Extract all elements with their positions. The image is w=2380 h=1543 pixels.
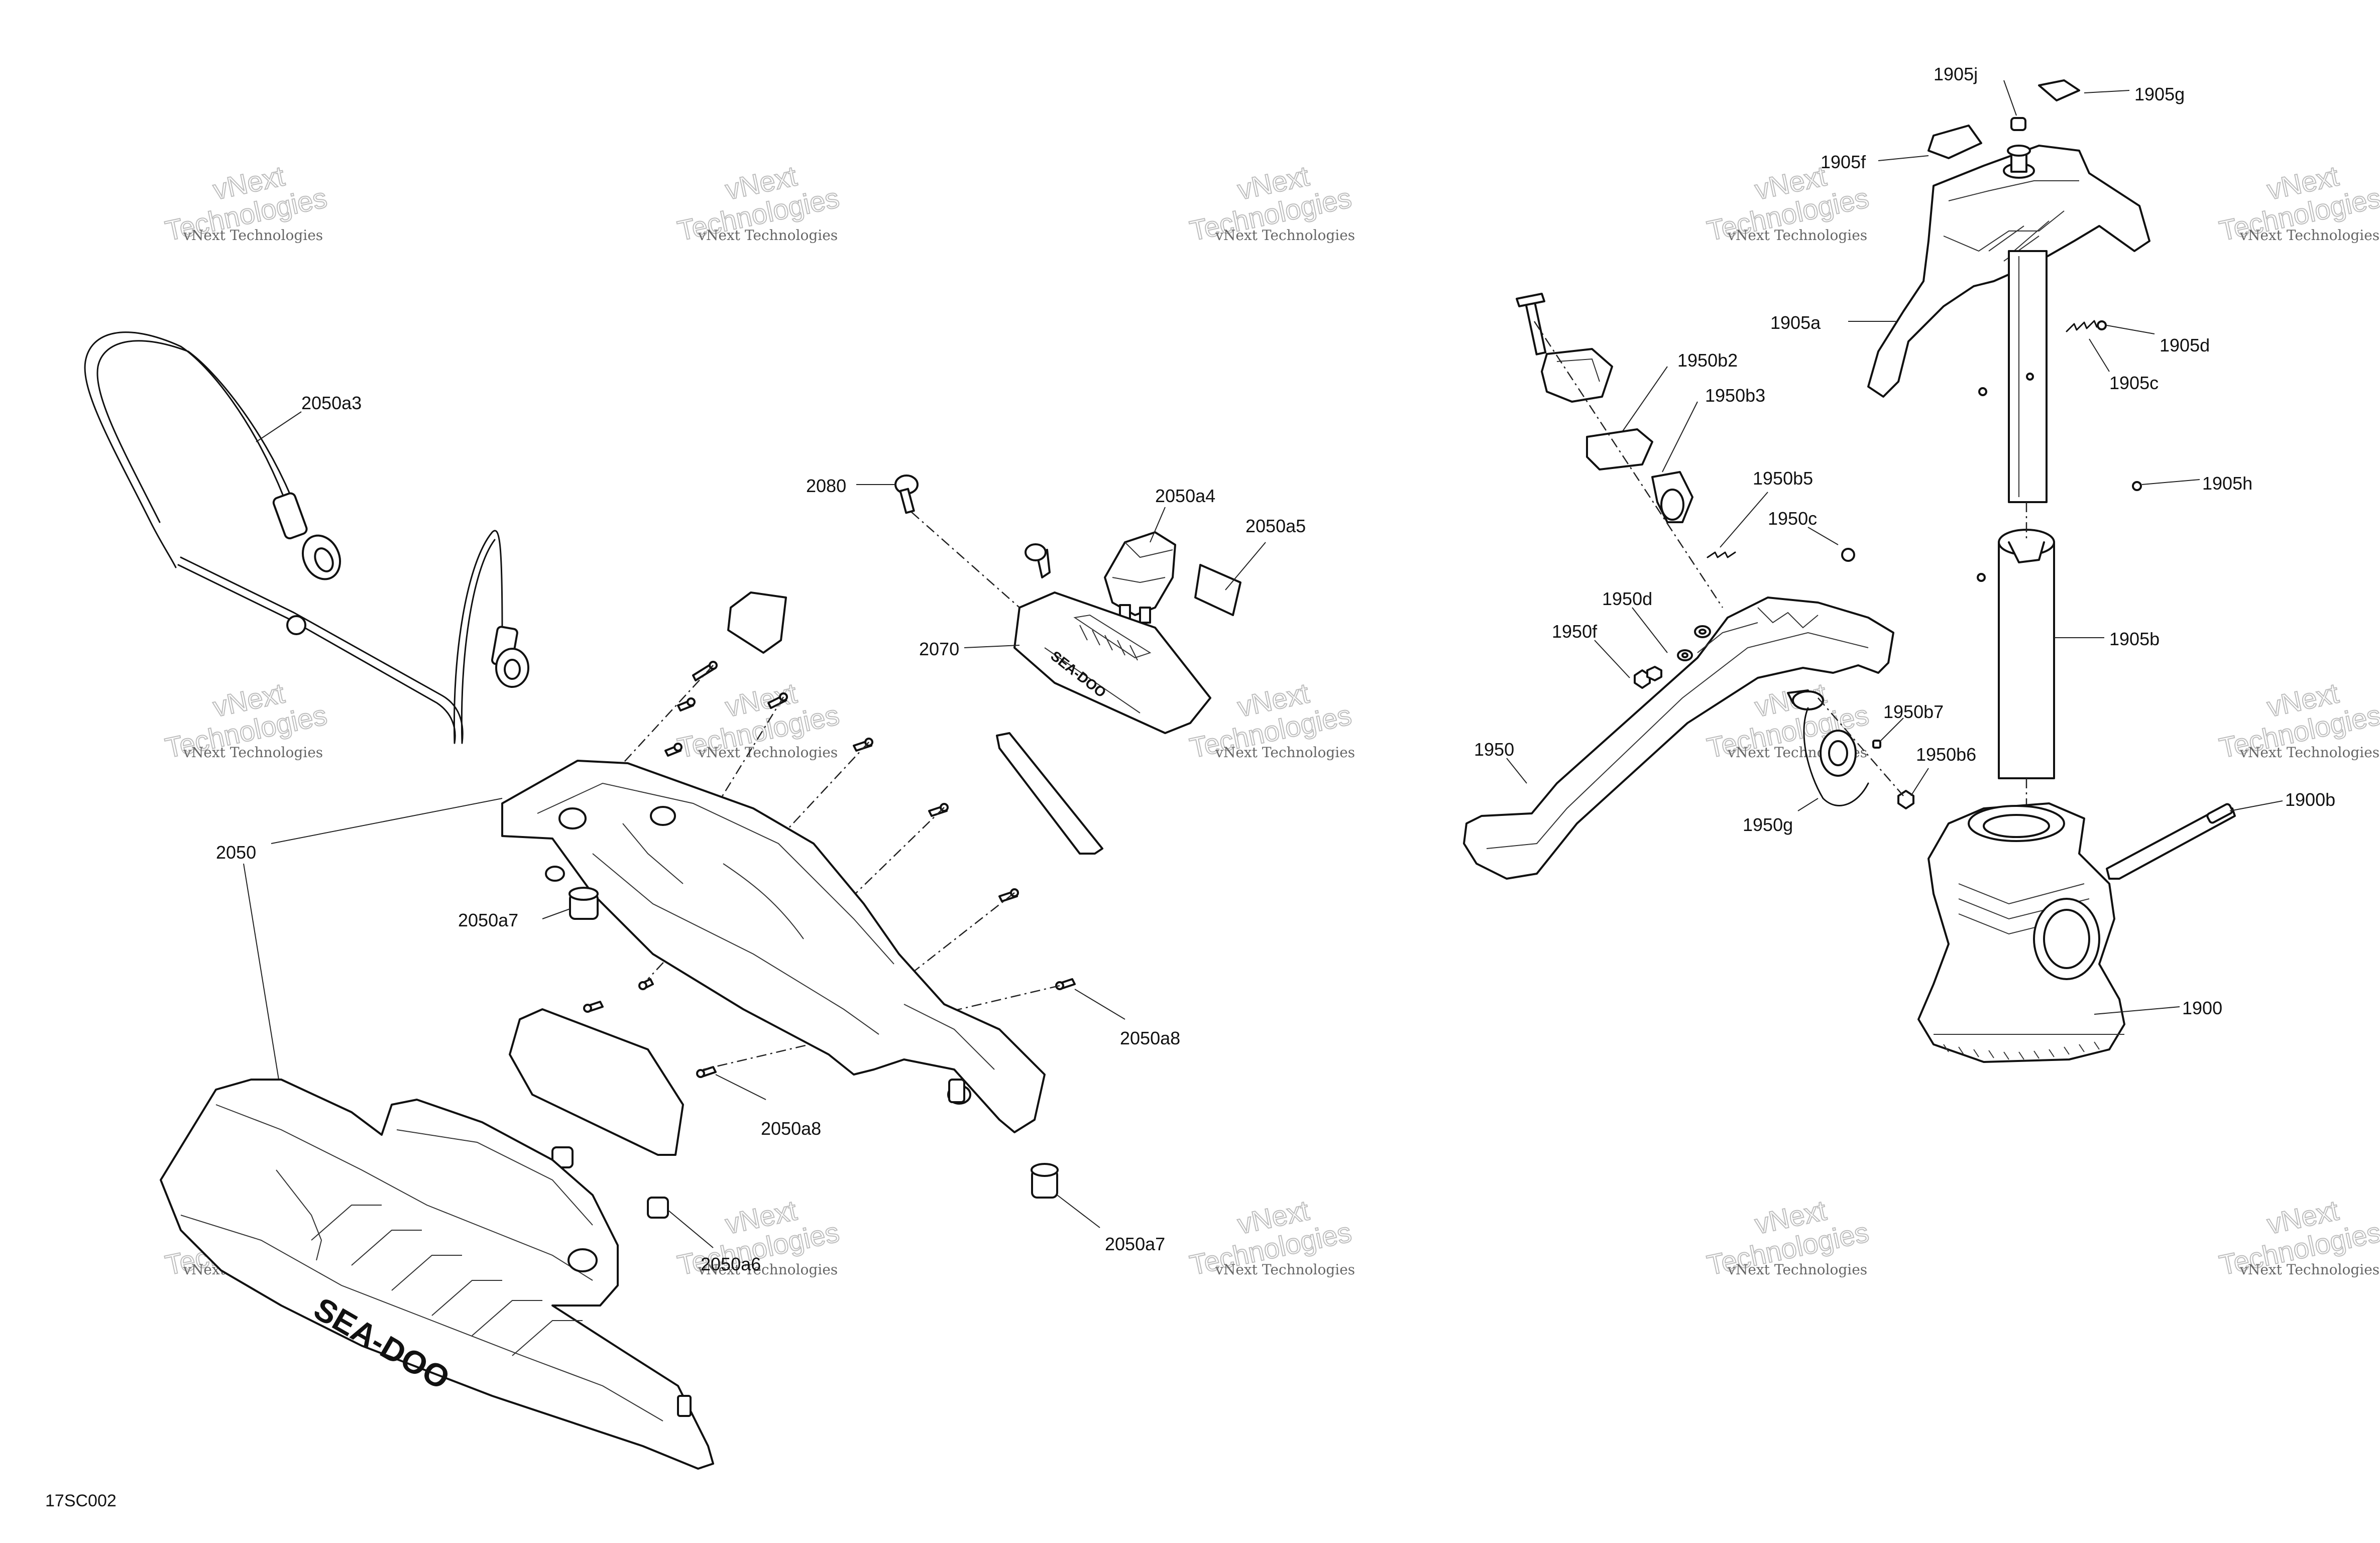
part-1900b-lever xyxy=(2106,803,2236,880)
callout-1900: 1900 xyxy=(2182,998,2222,1018)
part-2070-insert xyxy=(1013,591,1211,734)
watermark-text: vNext Technologies xyxy=(698,227,838,244)
part-1950g-lanyard xyxy=(1792,690,1869,806)
watermark-text: vNext Technologies xyxy=(2239,1261,2379,1278)
callout-2080: 2080 xyxy=(806,476,846,496)
part-1905c-pin xyxy=(1978,387,1987,396)
callout-2050a3: 2050a3 xyxy=(301,393,362,413)
figure-code: 17SC002 xyxy=(45,1491,117,1510)
part-2050a3-strap xyxy=(84,331,529,744)
watermark-text: vNext Technologies xyxy=(2239,227,2379,244)
watermark-text: vNext Technologies xyxy=(1215,1261,1355,1278)
callout-1905b: 1905b xyxy=(2109,629,2160,649)
callout-1905h: 1905h xyxy=(2202,473,2252,494)
callout-1950b5: 1950b5 xyxy=(1753,468,1813,489)
part-2080-screw xyxy=(894,474,919,514)
callout-2070: 2070 xyxy=(919,639,959,659)
part-1905h-setscrew xyxy=(2132,481,2142,491)
callout-1950b7: 1950b7 xyxy=(1883,701,1944,722)
callout-1950b6: 1950b6 xyxy=(1916,744,1976,765)
watermark-text: vNext Technologies xyxy=(1727,227,1867,244)
callout-1950b3: 1950b3 xyxy=(1705,385,1765,406)
callout-1905g: 1905g xyxy=(2134,84,2185,104)
watermark-text: vNext Technologies xyxy=(2239,744,2379,761)
part-2050a7-bushing-left xyxy=(569,887,599,920)
part-2050a6-nuts xyxy=(551,1146,669,1219)
part-1900-base xyxy=(1917,802,2125,1063)
watermark-text: vNext Technologies xyxy=(698,744,838,761)
watermark-text: vNext Technologies xyxy=(1215,227,1355,244)
part-2050-bracket xyxy=(501,760,1046,1133)
part-long-bar xyxy=(996,732,1103,855)
callout-1900b: 1900b xyxy=(2285,789,2335,810)
part-1905d-spring xyxy=(2066,320,2107,332)
callout-2050: 2050 xyxy=(216,842,256,863)
callout-1950f: 1950f xyxy=(1552,621,1598,642)
part-1950f-nut xyxy=(1634,666,1662,689)
callout-2050a7-bottom: 2050a7 xyxy=(1105,1234,1165,1254)
part-1905-shaft-upper xyxy=(2008,250,2048,503)
part-upper-pad xyxy=(727,591,787,654)
part-2050a7-bushing-bottom xyxy=(1031,1163,1059,1199)
watermark-text: vNext Technologies xyxy=(183,744,323,761)
callout-1905a: 1905a xyxy=(1770,312,1821,333)
callout-1905d: 1905d xyxy=(2160,335,2210,355)
callout-1905c: 1905c xyxy=(2109,373,2159,393)
watermark-text: vNext Technologies xyxy=(698,1261,838,1278)
part-2050a5-decal xyxy=(1194,564,1241,616)
callout-1950: 1950 xyxy=(1474,739,1514,760)
callout-2050a8-mid: 2050a8 xyxy=(761,1118,821,1139)
callout-2050a7-left: 2050a7 xyxy=(458,910,518,930)
watermark-text: vNext Technologies xyxy=(1727,1261,1867,1278)
part-1905b-tube xyxy=(1977,529,2055,779)
part-1950-arm xyxy=(1463,597,1894,880)
callout-1950g: 1950g xyxy=(1743,814,1793,835)
callout-1950b2: 1950b2 xyxy=(1677,350,1738,371)
fasteners-left xyxy=(583,661,1076,1078)
part-1950b7-spacer xyxy=(1872,740,1881,749)
part-1950b5-knob xyxy=(1651,471,1736,558)
part-1950d-washer xyxy=(1677,625,1711,661)
callout-2050a5: 2050a5 xyxy=(1245,516,1306,536)
callout-2050a4: 2050a4 xyxy=(1155,486,1215,506)
callout-1905f: 1905f xyxy=(1821,152,1866,172)
part-1950b3-block xyxy=(1586,428,1653,470)
callout-2050a6: 2050a6 xyxy=(701,1254,761,1274)
watermark-text: vNext Technologies xyxy=(1215,744,1355,761)
callout-1905j: 1905j xyxy=(1934,64,1978,84)
part-lower-pad xyxy=(509,1008,684,1156)
callout-2050a8-right: 2050a8 xyxy=(1120,1028,1180,1048)
callout-1950d: 1950d xyxy=(1602,588,1652,609)
part-1950b2-clamp xyxy=(1516,293,1613,403)
part-1950c-screw xyxy=(1841,548,1855,562)
watermark-text: vNext Technologies xyxy=(183,227,323,244)
part-2050-handle-cover xyxy=(160,1079,714,1470)
callout-1950c: 1950c xyxy=(1768,508,1817,529)
